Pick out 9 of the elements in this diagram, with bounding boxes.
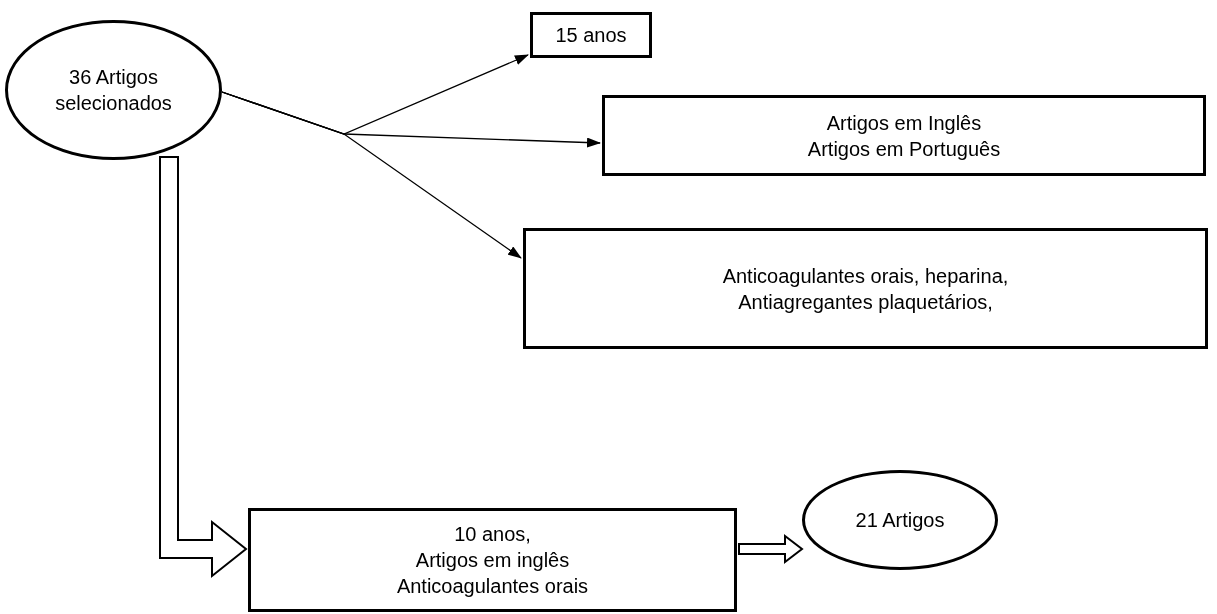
process-box: Artigos em Inglês Artigos em Português <box>602 95 1206 176</box>
hollow-arrow <box>159 156 248 579</box>
process-box: Anticoagulantes orais, heparina, Antiagregantes plaquetários, <box>523 228 1208 349</box>
arrow <box>221 91 522 259</box>
process-box: 15 anos <box>530 12 652 58</box>
ellipse-node: 21 Artigos <box>802 470 998 570</box>
ellipse-node: 36 Artigos selecionados <box>5 20 222 160</box>
process-box: 10 anos, Artigos em inglês Anticoagulantes orais <box>248 508 737 612</box>
hollow-arrow <box>738 533 804 565</box>
